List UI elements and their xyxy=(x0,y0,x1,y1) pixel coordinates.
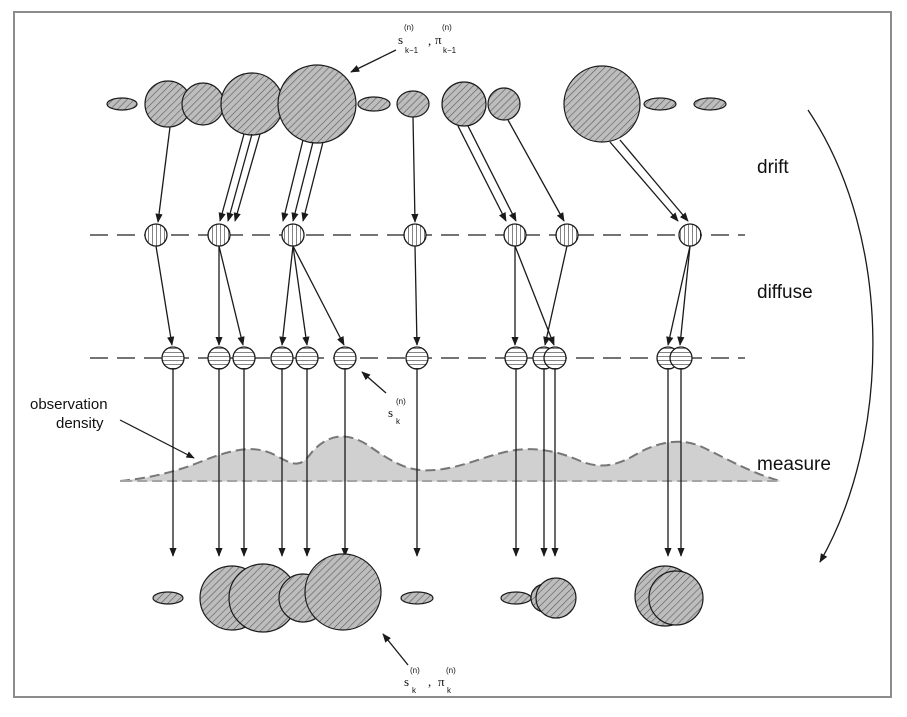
drift-arrow xyxy=(619,139,689,222)
prior-pi-subscript: k−1 xyxy=(443,46,457,55)
posterior-sample xyxy=(500,591,532,605)
diffused-sample xyxy=(207,346,231,370)
drifted-sample xyxy=(678,223,702,247)
drifted-sample xyxy=(144,223,168,247)
diffused-sample xyxy=(232,346,256,370)
diffuse-arrow xyxy=(666,245,691,346)
drifted-sample xyxy=(207,223,231,247)
posterior-s-subscript: k xyxy=(412,686,417,695)
diffused-sample xyxy=(504,346,528,370)
posterior-sample xyxy=(304,553,382,631)
diffuse-arrow xyxy=(677,245,691,346)
posterior-sample xyxy=(400,591,434,605)
drift-arrow xyxy=(411,116,419,223)
posterior-sample xyxy=(152,591,184,605)
prior-pi-superscript: (n) xyxy=(442,23,452,32)
observation-density-label-line1: observation xyxy=(30,396,108,413)
posterior-pi-superscript: (n) xyxy=(446,666,456,675)
prior-sample xyxy=(563,65,641,143)
drift-arrow xyxy=(233,133,261,222)
drift-arrow xyxy=(609,141,679,222)
observation-density-label-line2: density xyxy=(56,415,104,432)
stage-label-diffuse: diffuse xyxy=(757,282,813,303)
diffuse-arrow xyxy=(292,245,310,346)
drifted-sample xyxy=(281,223,305,247)
prior-pi-symbol: π xyxy=(435,32,442,47)
diffuse-arrows xyxy=(155,245,691,346)
diffused-symbol-label: (n) s k xyxy=(388,397,406,426)
measure-arrows xyxy=(169,369,685,557)
prior-s-symbol: s xyxy=(398,32,403,47)
prior-sample xyxy=(106,97,138,111)
prior-label-arrow xyxy=(350,49,397,73)
prior-sample-set xyxy=(106,64,727,144)
stage-label-measure: measure xyxy=(757,454,831,475)
prior-s-superscript: (n) xyxy=(404,23,414,32)
diffuse-arrow xyxy=(292,245,345,346)
posterior-sample xyxy=(648,570,704,626)
prior-sample xyxy=(181,82,225,126)
diffused-sample xyxy=(669,346,693,370)
posterior-s-symbol: s xyxy=(404,674,409,689)
posterior-symbol-label: (n) s k , (n) π k xyxy=(404,666,456,695)
svg-text:,: , xyxy=(428,674,431,689)
cycle-arrow xyxy=(807,109,874,563)
drifted-sample xyxy=(503,223,527,247)
diffused-sample xyxy=(295,346,319,370)
diffused-sample xyxy=(333,346,357,370)
posterior-sample-set xyxy=(152,553,704,633)
prior-sample xyxy=(396,90,430,118)
posterior-s-superscript: (n) xyxy=(410,666,420,675)
prior-sample xyxy=(277,64,357,144)
prior-s-subscript: k−1 xyxy=(405,46,419,55)
diffuse-arrow xyxy=(218,245,245,346)
diffuse-arrow xyxy=(279,245,294,346)
diffused-sample xyxy=(543,346,567,370)
diffuse-arrow xyxy=(514,245,555,346)
diffused-sample xyxy=(405,346,429,370)
drift-arrow xyxy=(155,126,171,223)
drift-arrow xyxy=(507,119,565,222)
drift-arrow xyxy=(457,125,507,222)
drifted-samples xyxy=(144,223,702,247)
observation-density-pointer xyxy=(119,419,195,459)
observation-density-curve xyxy=(119,435,781,482)
drifted-sample xyxy=(555,223,579,247)
diffused-label-arrow xyxy=(361,371,387,394)
diffused-s-subscript: k xyxy=(396,417,401,426)
drift-arrow xyxy=(467,125,517,222)
prior-sample xyxy=(441,81,487,127)
prior-symbol-label: (n) s k−1 , (n) π k−1 xyxy=(398,23,457,55)
diffused-sample xyxy=(161,346,185,370)
posterior-pi-symbol: π xyxy=(438,674,445,689)
posterior-label-arrow xyxy=(382,633,409,666)
drift-arrows xyxy=(155,116,689,223)
diffused-samples xyxy=(161,346,693,370)
drift-arrow xyxy=(301,141,324,222)
diffused-s-superscript: (n) xyxy=(396,397,406,406)
posterior-sample xyxy=(535,577,577,619)
drift-arrow xyxy=(281,139,304,222)
prior-sample xyxy=(220,72,284,136)
svg-text:,: , xyxy=(428,33,431,48)
drifted-sample xyxy=(403,223,427,247)
stage-label-drift: drift xyxy=(757,157,789,178)
diffuse-arrow xyxy=(543,245,568,346)
diffused-sample xyxy=(270,346,294,370)
drift-arrow xyxy=(291,141,314,222)
prior-sample xyxy=(487,87,521,121)
drift-arrow xyxy=(226,133,253,222)
prior-sample xyxy=(693,97,727,111)
diffuse-arrow xyxy=(413,245,421,346)
prior-sample xyxy=(643,97,677,111)
prior-sample xyxy=(357,96,391,112)
diffused-s-symbol: s xyxy=(388,405,393,420)
posterior-pi-subscript: k xyxy=(447,686,452,695)
diffuse-arrow xyxy=(155,245,175,346)
drift-arrow xyxy=(218,133,245,222)
